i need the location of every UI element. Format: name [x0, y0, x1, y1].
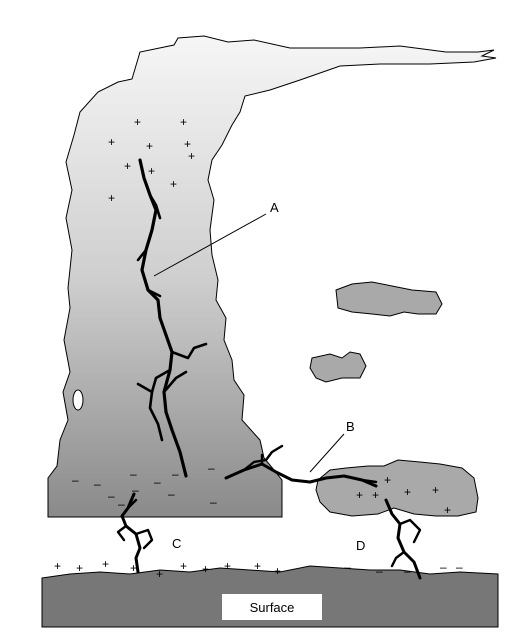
bolt-a-branch-7	[162, 370, 188, 394]
positive-charge: +	[102, 557, 109, 571]
negative-charge: –	[94, 477, 101, 491]
bolt-d-branch-2	[390, 550, 406, 568]
label-a: A	[270, 200, 279, 215]
negative-charge: –	[130, 467, 137, 481]
small-cloud-upper	[335, 281, 443, 317]
cloud-hole	[72, 389, 84, 411]
bolt-a-main	[138, 158, 188, 478]
positive-charge: +	[202, 562, 209, 576]
bolt-a-branch-2	[136, 248, 148, 262]
positive-charge: +	[180, 115, 187, 129]
negative-charge: –	[344, 560, 351, 574]
bolt-c-branch-3	[134, 528, 154, 550]
negative-charge: –	[456, 560, 463, 574]
small-cloud-middle	[309, 351, 367, 383]
surface-label-box	[222, 594, 322, 620]
positive-charge: +	[108, 135, 115, 149]
negative-charge: –	[108, 489, 115, 503]
bolt-a-branch-1	[148, 193, 162, 220]
positive-charge: +	[404, 485, 411, 499]
positive-charge: +	[184, 137, 191, 151]
negative-charge: –	[404, 564, 411, 578]
negative-charges: – – – – – – – – – – – – – – – –	[72, 461, 463, 578]
leader-line-b	[309, 433, 345, 473]
negative-charge: –	[208, 461, 215, 475]
bolt-b-branch-3	[360, 478, 378, 484]
positive-charge: +	[224, 559, 231, 573]
lightning-bolts	[116, 158, 422, 580]
bolt-b-branch-1	[242, 444, 284, 472]
negative-charge: –	[172, 467, 179, 481]
positive-charge: +	[146, 139, 153, 153]
positive-charge: +	[108, 191, 115, 205]
label-c: C	[172, 536, 181, 551]
negative-charge: –	[118, 497, 125, 511]
bolt-a-branch-4	[170, 342, 208, 360]
thunderstorm-cloud	[47, 35, 497, 518]
negative-charge: –	[72, 473, 79, 487]
positive-charge: +	[76, 561, 83, 575]
bolt-a-branch-6	[136, 382, 154, 394]
label-b: B	[346, 419, 355, 434]
positive-charge: +	[134, 115, 141, 129]
bolt-c-branch-1	[126, 498, 138, 510]
bolt-b	[224, 462, 378, 488]
negative-charge: –	[168, 487, 175, 501]
positive-charge: +	[432, 483, 439, 497]
negative-charge: –	[210, 495, 217, 509]
bolt-a-branch-5	[148, 368, 172, 442]
leader-line-a	[153, 213, 267, 277]
bolt-a-branch-3	[146, 288, 162, 298]
bolt-d-branch-1	[398, 518, 422, 544]
positive-charge: +	[54, 559, 61, 573]
positive-charge: +	[188, 149, 195, 163]
bolt-c-branch-2	[116, 524, 128, 542]
bolt-c	[120, 492, 142, 574]
positive-charge: +	[356, 488, 363, 502]
positive-charges: + + + + + + + + + + + + + + + + + + + + …	[54, 115, 451, 581]
surface-label: Surface	[250, 600, 295, 615]
positive-charge: +	[274, 564, 281, 578]
negative-charge: –	[132, 483, 139, 497]
positive-charge: +	[170, 177, 177, 191]
positive-charge: +	[372, 488, 379, 502]
positive-charge: +	[180, 559, 187, 573]
bolt-d	[384, 498, 422, 580]
negative-charge: –	[154, 475, 161, 489]
positive-charge: +	[130, 561, 137, 575]
positive-charge: +	[148, 164, 155, 178]
small-cloud-lower	[315, 459, 479, 517]
positive-charge: +	[444, 503, 451, 517]
positive-charge: +	[156, 567, 163, 581]
label-d: D	[356, 538, 365, 553]
positive-charge: +	[254, 559, 261, 573]
negative-charge: –	[376, 564, 383, 578]
positive-charge: +	[124, 159, 131, 173]
positive-charge: +	[384, 473, 391, 487]
negative-charge: –	[440, 560, 447, 574]
